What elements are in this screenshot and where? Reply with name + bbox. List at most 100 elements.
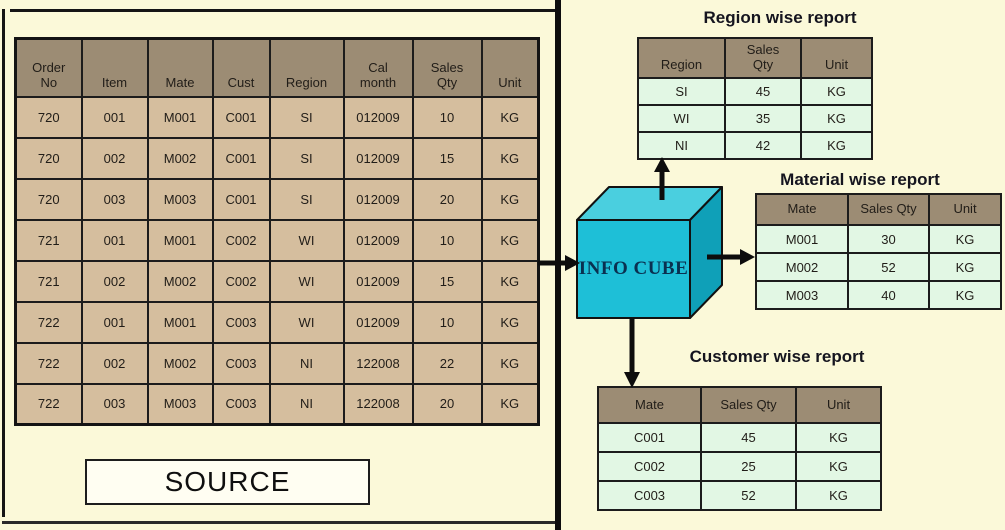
data-cell: 22 [411, 341, 483, 385]
data-cell: 722 [14, 382, 83, 426]
customer-report-title: Customer wise report [689, 347, 865, 366]
data-cell: WI [268, 300, 345, 344]
data-cell: 721 [14, 218, 83, 262]
data-cell: M003 [755, 280, 849, 310]
data-cell: KG [928, 252, 1002, 282]
arrow-cube-to-material-icon [707, 249, 755, 265]
data-cell: KG [480, 300, 540, 344]
data-cell: 012009 [342, 218, 414, 262]
data-cell: SI [268, 95, 345, 139]
data-cell: WI [268, 259, 345, 303]
arrow-cube-to-region-icon [654, 157, 670, 200]
data-cell: KG [800, 77, 873, 106]
data-cell: C002 [211, 259, 271, 303]
data-cell: M002 [146, 341, 214, 385]
column-header: Item [80, 37, 149, 98]
data-cell: 122008 [342, 341, 414, 385]
data-cell: C002 [211, 218, 271, 262]
data-cell: M001 [146, 95, 214, 139]
data-cell: C001 [597, 422, 702, 453]
data-cell: 001 [80, 95, 149, 139]
data-cell: C001 [211, 95, 271, 139]
column-header: Mate [755, 193, 849, 226]
data-cell: C003 [211, 341, 271, 385]
data-cell: 25 [700, 451, 797, 482]
data-cell: 720 [14, 177, 83, 221]
data-cell: 15 [411, 259, 483, 303]
data-cell: 35 [724, 104, 802, 133]
data-cell: M003 [146, 177, 214, 221]
data-cell: KG [480, 259, 540, 303]
data-cell: M002 [755, 252, 849, 282]
source-label-box: SOURCE [85, 459, 370, 505]
arrow-cube-to-customer-icon [624, 318, 640, 388]
data-cell: C001 [211, 177, 271, 221]
data-cell: 20 [411, 382, 483, 426]
data-cell: 003 [80, 382, 149, 426]
data-cell: 10 [411, 95, 483, 139]
data-cell: 15 [411, 136, 483, 180]
data-cell: C003 [597, 480, 702, 511]
data-cell: WI [637, 104, 726, 133]
data-cell: SI [637, 77, 726, 106]
data-cell: 012009 [342, 95, 414, 139]
data-cell: KG [928, 280, 1002, 310]
panel-divider-line [555, 0, 561, 530]
data-cell: C002 [597, 451, 702, 482]
data-cell: KG [800, 104, 873, 133]
column-header: Unit [480, 37, 540, 98]
cube-top-face [576, 186, 723, 221]
data-cell: KG [928, 224, 1002, 254]
data-cell: 003 [80, 177, 149, 221]
data-cell: KG [480, 341, 540, 385]
data-cell: 52 [700, 480, 797, 511]
cube-right-face [689, 186, 723, 319]
data-cell: M002 [146, 259, 214, 303]
column-header: Sales Qty [847, 193, 930, 226]
data-cell: 002 [80, 259, 149, 303]
data-cell: KG [795, 451, 882, 482]
column-header: Sales Qty [411, 37, 483, 98]
info-cube-label: INFO CUBE [578, 258, 689, 279]
column-header: Unit [928, 193, 1002, 226]
column-header: Region [637, 37, 726, 79]
column-header: Unit [795, 386, 882, 424]
data-cell: 40 [847, 280, 930, 310]
source-panel-border-top [10, 9, 557, 12]
data-cell: 52 [847, 252, 930, 282]
source-label: SOURCE [164, 466, 291, 497]
data-cell: SI [268, 136, 345, 180]
data-cell: 720 [14, 136, 83, 180]
data-cell: 42 [724, 131, 802, 160]
data-cell: 012009 [342, 136, 414, 180]
data-cell: 012009 [342, 300, 414, 344]
column-header: Unit [800, 37, 873, 79]
data-cell: M001 [146, 300, 214, 344]
source-panel-border-bottom [2, 521, 557, 524]
data-cell: M001 [755, 224, 849, 254]
column-header: Sales Qty [724, 37, 802, 79]
data-cell: C003 [211, 382, 271, 426]
data-cell: M002 [146, 136, 214, 180]
data-cell: C003 [211, 300, 271, 344]
data-cell: KG [480, 136, 540, 180]
column-header: Cal month [342, 37, 414, 98]
data-cell: 722 [14, 341, 83, 385]
data-cell: 720 [14, 95, 83, 139]
data-cell: 002 [80, 341, 149, 385]
